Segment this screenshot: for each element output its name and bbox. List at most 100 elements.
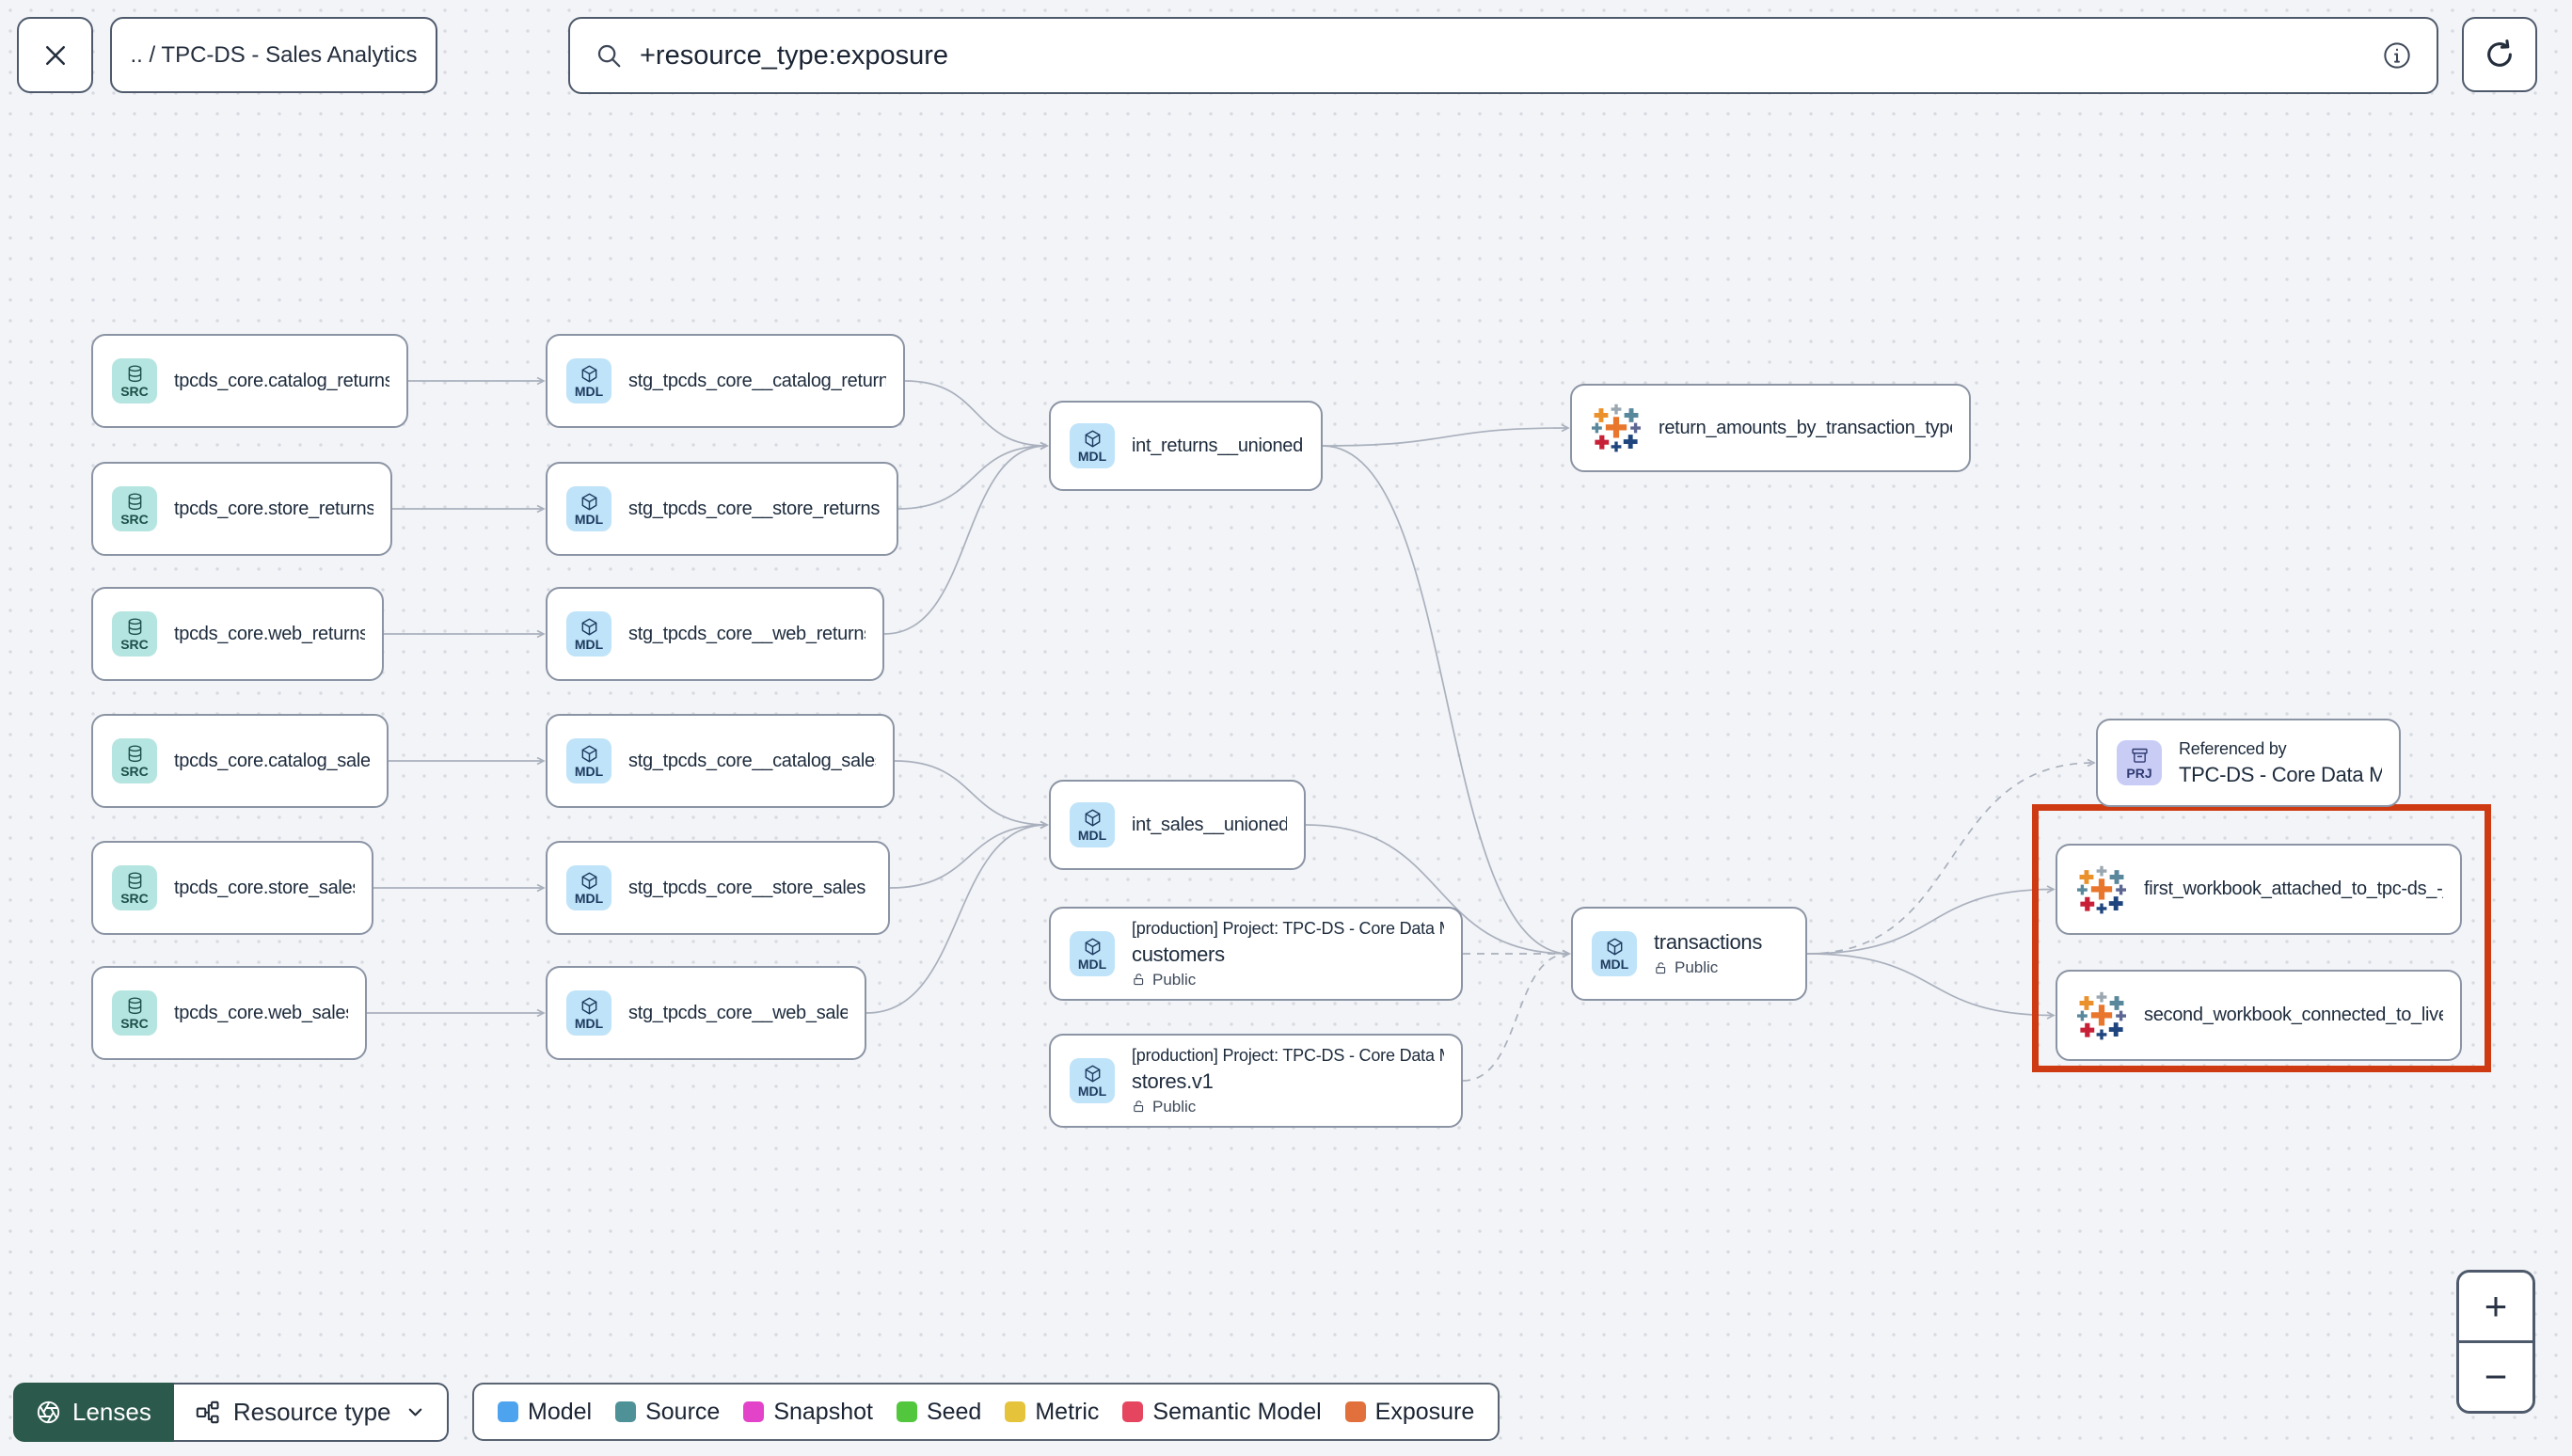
- node-label: int_returns__unioned: [1132, 435, 1303, 456]
- zoom-control: + −: [2456, 1270, 2535, 1414]
- node-stores[interactable]: MDL[production] Project: TPC-DS - Core D…: [1049, 1034, 1463, 1128]
- node-src-catalog-returns[interactable]: SRC tpcds_core.catalog_returns: [91, 334, 408, 428]
- node-src-store-returns[interactable]: SRC tpcds_core.store_returns: [91, 462, 392, 556]
- resource-type-dropdown[interactable]: Resource type: [173, 1383, 449, 1442]
- resource-badge: SRC: [120, 1016, 149, 1031]
- node-src-web-returns[interactable]: SRC tpcds_core.web_returns: [91, 587, 384, 681]
- legend-label: Exposure: [1374, 1398, 1475, 1425]
- cube-icon: MDL: [1070, 802, 1115, 847]
- cube-icon: MDL: [1070, 931, 1115, 976]
- node-src-web-sales[interactable]: SRC tpcds_core.web_sales: [91, 966, 367, 1060]
- legend-item: Metric: [1005, 1399, 1099, 1426]
- cube-icon: MDL: [566, 486, 611, 531]
- cube-icon: MDL: [566, 738, 611, 783]
- search-icon: [595, 41, 623, 70]
- database-icon: SRC: [112, 738, 157, 783]
- node-wb-first[interactable]: first_workbook_attached_to_tpc-ds_-_…: [2056, 844, 2462, 935]
- database-icon: SRC: [112, 358, 157, 404]
- tableau-icon: [2076, 990, 2127, 1041]
- node-label: TPC-DS - Core Data Models: [2179, 762, 2382, 786]
- hierarchy-icon: [195, 1400, 220, 1425]
- legend-swatch: [1344, 1401, 1366, 1422]
- node-src-store-sales[interactable]: SRC tpcds_core.store_sales: [91, 841, 373, 935]
- search-bar: [568, 17, 2438, 94]
- legend-swatch: [896, 1401, 917, 1422]
- legend-swatch: [1005, 1401, 1026, 1422]
- resource-badge: MDL: [1077, 1084, 1107, 1099]
- legend-label: Metric: [1035, 1398, 1100, 1425]
- node-wb-second[interactable]: second_workbook_connected_to_live…: [2056, 970, 2462, 1061]
- visibility-badge: Public: [1132, 1098, 1444, 1116]
- lenses-button[interactable]: Lenses: [13, 1383, 174, 1442]
- refresh-button[interactable]: [2462, 17, 2537, 92]
- node-label: return_amounts_by_transaction_type: [1659, 417, 1952, 438]
- legend-item: Exposure: [1344, 1398, 1475, 1426]
- cube-icon: MDL: [566, 611, 611, 657]
- node-int-returns[interactable]: MDL int_returns__unioned: [1049, 401, 1323, 491]
- breadcrumb-label: .. / TPC-DS - Sales Analytics: [130, 41, 418, 68]
- node-label: tpcds_core.catalog_returns: [174, 370, 389, 391]
- visibility-badge: Public: [1132, 971, 1444, 989]
- resource-type-label: Resource type: [232, 1398, 391, 1426]
- tableau-icon: [2076, 864, 2127, 915]
- search-input[interactable]: [640, 40, 2365, 71]
- database-icon: SRC: [112, 611, 157, 657]
- close-button[interactable]: [17, 17, 93, 93]
- close-icon: [41, 41, 70, 70]
- chevron-down-icon: [405, 1401, 426, 1423]
- resource-badge: SRC: [120, 764, 149, 779]
- aperture-icon: [36, 1400, 61, 1425]
- database-icon: SRC: [112, 486, 157, 531]
- resource-badge: MDL: [1599, 957, 1629, 972]
- resource-badge: MDL: [574, 512, 604, 527]
- lock-open-icon: [1132, 1100, 1146, 1114]
- node-label: tpcds_core.store_sales: [174, 877, 355, 898]
- selection-highlight: [2032, 804, 2491, 1072]
- legend-swatch: [498, 1401, 518, 1422]
- visibility-badge: Public: [1654, 958, 1762, 977]
- lock-open-icon: [1132, 973, 1146, 987]
- cube-icon: MDL: [1070, 1058, 1115, 1103]
- node-label: customers: [1132, 942, 1225, 966]
- legend-label: Source: [645, 1398, 721, 1425]
- resource-badge: MDL: [574, 637, 604, 652]
- legend-swatch: [1122, 1401, 1144, 1422]
- legend-item: Seed: [896, 1398, 982, 1426]
- legend-swatch: [615, 1401, 637, 1422]
- legend-item: Model: [498, 1399, 592, 1426]
- node-stg-store-returns[interactable]: MDL stg_tpcds_core__store_returns: [546, 462, 898, 556]
- breadcrumb[interactable]: .. / TPC-DS - Sales Analytics: [110, 17, 437, 93]
- node-label: tpcds_core.web_sales: [174, 1002, 348, 1023]
- lock-open-icon: [1654, 961, 1668, 975]
- node-label: second_workbook_connected_to_live…: [2144, 1005, 2443, 1025]
- cube-icon: MDL: [566, 865, 611, 910]
- info-icon[interactable]: [2382, 40, 2412, 71]
- node-label: stg_tpcds_core__store_returns: [628, 498, 880, 519]
- resource-badge: MDL: [1077, 449, 1107, 464]
- node-label: tpcds_core.web_returns: [174, 623, 365, 644]
- zoom-out-button[interactable]: −: [2459, 1343, 2532, 1411]
- zoom-in-button[interactable]: +: [2459, 1273, 2532, 1343]
- refresh-icon: [2484, 39, 2516, 71]
- node-customers[interactable]: MDL[production] Project: TPC-DS - Core D…: [1049, 907, 1463, 1001]
- cube-icon: MDL: [1070, 423, 1115, 468]
- resource-badge: SRC: [120, 891, 149, 906]
- legend-label: Model: [528, 1398, 593, 1425]
- legend-label: Seed: [926, 1398, 982, 1425]
- resource-badge: MDL: [574, 1016, 604, 1031]
- node-label: tpcds_core.store_returns: [174, 498, 373, 519]
- legend-label: Semantic Model: [1152, 1398, 1322, 1425]
- node-label: first_workbook_attached_to_tpc-ds_-_…: [2144, 878, 2443, 899]
- cube-icon: MDL: [566, 358, 611, 404]
- node-exp-return-amounts[interactable]: return_amounts_by_transaction_type: [1570, 384, 1971, 472]
- tableau-icon: [1591, 403, 1642, 453]
